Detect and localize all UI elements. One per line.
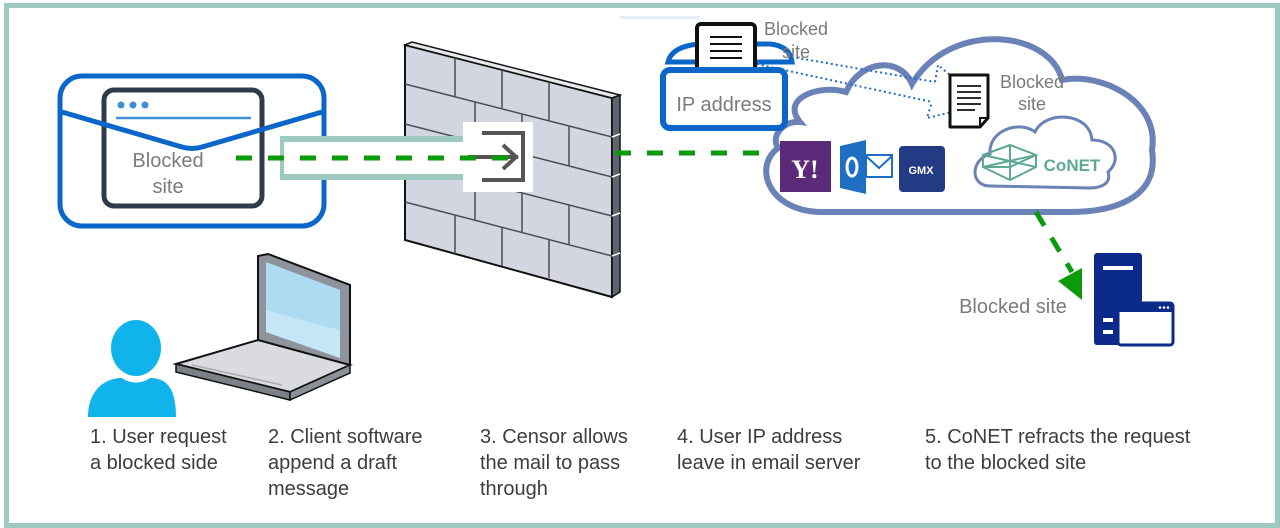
email-envelope-label-1: Blocked: [132, 150, 203, 172]
flow-arrow-down: [1033, 210, 1082, 300]
step-2-caption: 2. Client software append a draft messag…: [268, 426, 423, 500]
user-icon: [88, 320, 176, 417]
conet-label: CoNET: [1044, 156, 1101, 175]
conet-logo-icon: [982, 143, 1039, 182]
email-envelope-label-2: site: [152, 176, 183, 198]
faint-line: [620, 16, 700, 19]
cloud-document-label-1: Blocked: [1000, 72, 1064, 92]
svg-text:Y!: Y!: [791, 155, 818, 184]
ip-envelope-label: IP address: [676, 94, 771, 116]
step-4-caption: 4. User IP address leave in email server: [677, 426, 861, 474]
step-1-caption: 1. User request a blocked side: [90, 426, 227, 474]
svg-text:GMX: GMX: [908, 165, 934, 177]
cloud-document-label-2: site: [1018, 94, 1046, 114]
server-icon: [1094, 253, 1175, 347]
step-3-caption: 3. Censor allows the mail to pass throug…: [480, 426, 628, 500]
ip-envelope-doc-label-1: Blocked: [764, 19, 828, 39]
browser-window-small-icon: [1116, 301, 1175, 347]
laptop-icon: [172, 252, 353, 402]
ip-envelope-document-icon: [695, 22, 757, 78]
email-envelope-icon: Blocked site: [57, 73, 327, 229]
yahoo-logo-icon: Y!: [780, 141, 831, 192]
outlook-logo-icon: [840, 140, 893, 194]
server-label: Blocked site: [959, 296, 1067, 318]
ip-envelope-icon: IP address: [660, 22, 795, 131]
ip-envelope-doc-label-2: site: [782, 42, 810, 62]
step-5-caption: 5. CoNET refracts the request to the blo…: [925, 426, 1191, 474]
conet-cloud-icon: CoNET: [973, 115, 1117, 190]
gmx-logo-icon: GMX: [899, 146, 945, 192]
cloud-document-icon: [948, 73, 990, 129]
